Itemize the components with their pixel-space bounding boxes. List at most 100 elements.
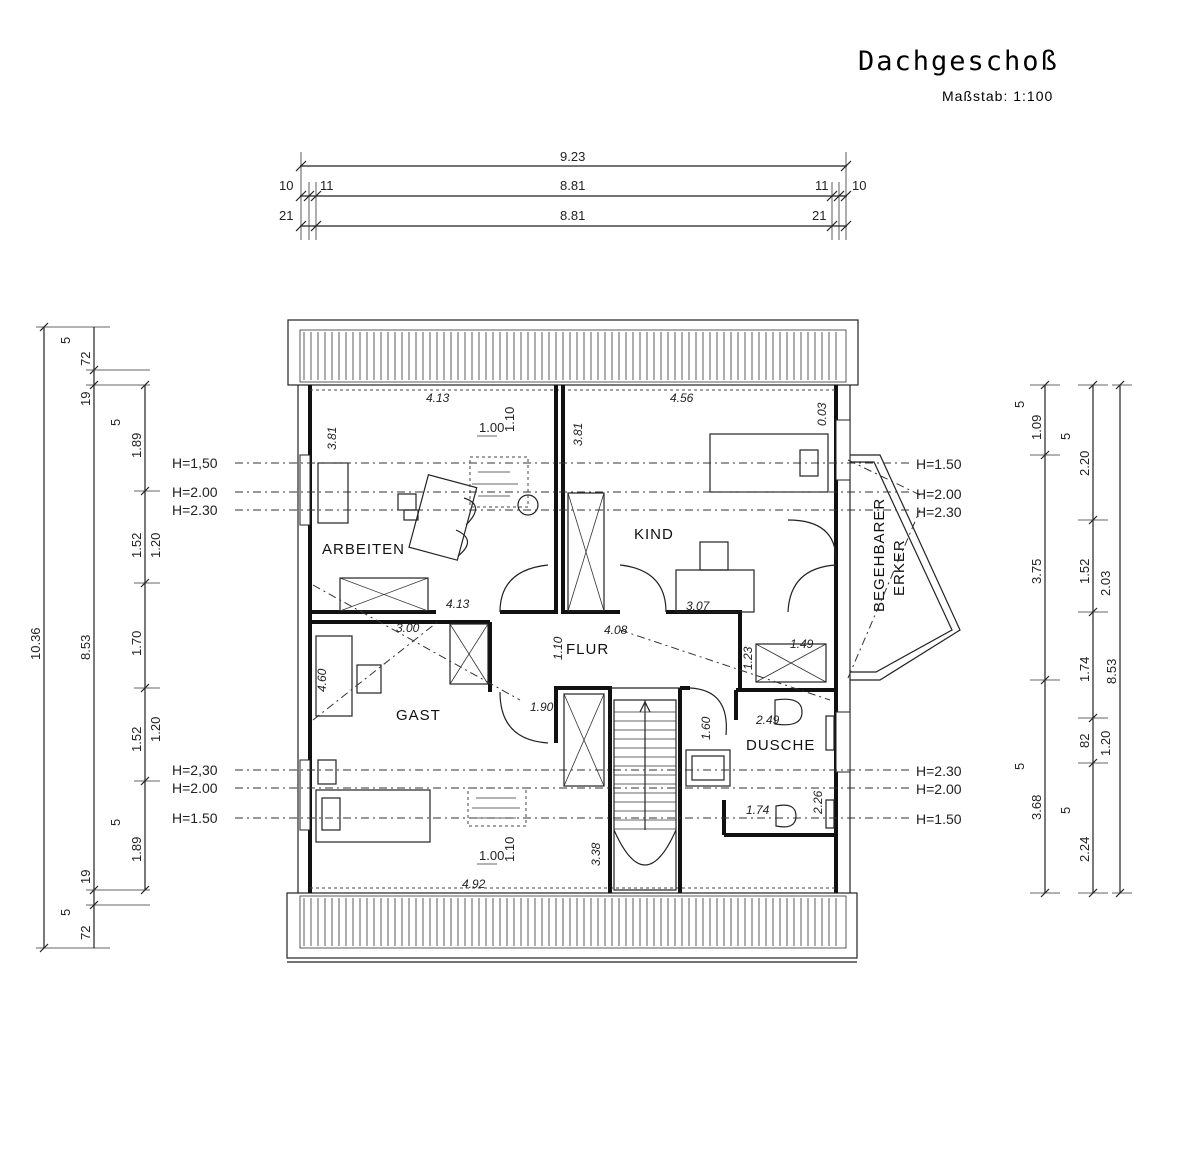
bathroom-fixtures xyxy=(685,643,835,829)
plan-title: Dachgeschoß xyxy=(858,46,1059,77)
staircase xyxy=(613,699,677,894)
dim-right-seg-375: 3.75 xyxy=(1029,559,1044,584)
room-label-hallway: FLUR xyxy=(566,641,609,658)
dim-right-col2-top: 5 xyxy=(1058,433,1073,440)
walk-in-bay: BEGEHBARER ERKER xyxy=(850,454,961,681)
height-left-150: H=1,50 xyxy=(172,455,218,471)
height-right-bottom-230: H=2.30 xyxy=(916,763,962,779)
dim-hall-side: 1.10 xyxy=(551,636,565,660)
dim-right-seg-109: 1.09 xyxy=(1029,415,1044,440)
dim-right-seg-82: 82 xyxy=(1077,734,1092,748)
dim-left-top-b: 72 xyxy=(78,352,93,366)
furniture-child xyxy=(567,433,829,613)
dim-left-seg2: 1.52 xyxy=(129,533,144,558)
height-left-bottom-230: H=2,30 xyxy=(172,762,218,778)
height-right-230: H=2.30 xyxy=(916,504,962,520)
dim-hall-lower: 1.90 xyxy=(530,700,554,714)
dim-overall-depth: 10.36 xyxy=(28,627,43,660)
bay-label-line1: BEGEHBARER xyxy=(871,498,888,612)
dim-shower-mid: 2.49 xyxy=(755,713,780,727)
dim-left-inner: 11 xyxy=(320,178,334,193)
dim-child-corner: 0.03 xyxy=(815,402,829,426)
dim-left-middle: 8.53 xyxy=(78,635,93,660)
dim-stair-side: 3.38 xyxy=(589,842,603,866)
dim-child-side: 3.81 xyxy=(571,423,585,446)
dim-right-wall: 21 xyxy=(812,208,826,223)
window-bottom-width: 1.00 xyxy=(479,848,504,863)
dim-office-bottom: 4.13 xyxy=(446,597,470,611)
window-bottom-height: 1.10 xyxy=(502,837,517,862)
room-dimensions: 4.13 3.81 4.13 4.56 3.81 0.03 3.07 4.08 … xyxy=(315,391,829,891)
dim-hall-width: 4.08 xyxy=(604,623,628,637)
height-left-200: H=2.00 xyxy=(172,484,218,500)
roof-top xyxy=(287,319,859,386)
dim-left-col3-top: 5 xyxy=(108,419,123,426)
right-dimension-chains: 5 1.09 3.75 5 3.68 5 2.20 1.52 1.74 82 5… xyxy=(1012,380,1132,898)
height-right-200: H=2.00 xyxy=(916,486,962,502)
dim-inner-width: 8.81 xyxy=(560,178,585,193)
dim-right-seg-368: 3.68 xyxy=(1029,795,1044,820)
dim-right-depth: 8.53 xyxy=(1104,659,1119,684)
dim-right-seg-174: 1.74 xyxy=(1077,657,1092,682)
dim-right-col2-bottom: 5 xyxy=(1058,807,1073,814)
dim-child-top: 4.56 xyxy=(670,391,694,405)
dim-shower-side: 1.23 xyxy=(741,646,755,670)
dim-guest-bottom: 4.92 xyxy=(462,877,486,891)
dim-total-width: 9.23 xyxy=(560,149,585,164)
height-left-bottom-200: H=2.00 xyxy=(172,780,218,796)
height-right-bottom-150: H=1.50 xyxy=(916,811,962,827)
room-label-office: ARBEITEN xyxy=(322,541,405,558)
dim-guest-side: 4.60 xyxy=(315,668,329,692)
dim-right-seg-152: 1.52 xyxy=(1077,559,1092,584)
top-dimension-chains: 9.23 10 11 8.81 11 10 21 8.81 21 xyxy=(279,149,866,240)
height-right-150: H=1.50 xyxy=(916,456,962,472)
dim-left-top-a: 5 xyxy=(58,337,73,344)
dim-shower-right: 2.26 xyxy=(811,790,825,815)
dim-left-wall: 21 xyxy=(279,208,293,223)
dim-left-top-c: 19 xyxy=(78,392,93,406)
dim-guest-top: 3.00 xyxy=(396,621,420,635)
roof-bottom xyxy=(286,892,858,963)
furniture-guest xyxy=(315,623,605,843)
dim-right-col1-top: 5 xyxy=(1012,401,1027,408)
room-label-guest: GAST xyxy=(396,707,441,724)
dim-office-side: 3.81 xyxy=(325,427,339,450)
dim-left-seg3: 1.70 xyxy=(129,631,144,656)
dim-left-bottom-a: 5 xyxy=(58,909,73,916)
dim-right-sill: 1.20 xyxy=(1098,731,1113,756)
window-top-width: 1.00 xyxy=(479,420,504,435)
room-label-shower: DUSCHE xyxy=(746,737,815,754)
dim-left-lower-sill: 1.20 xyxy=(148,717,163,742)
dim-office-top: 4.13 xyxy=(426,391,450,405)
plan-scale: Maßstab: 1:100 xyxy=(942,88,1053,104)
dim-right-col1-bottom: 5 xyxy=(1012,763,1027,770)
dim-right-inner: 11 xyxy=(815,178,829,193)
dim-shower-top: 1.49 xyxy=(790,637,814,651)
doors xyxy=(499,519,837,744)
dim-left-upper-sill: 1.20 xyxy=(148,533,163,558)
height-right-bottom-200: H=2.00 xyxy=(916,781,962,797)
dim-left-seg1: 1.89 xyxy=(129,433,144,458)
dim-left-col3-bottom: 5 xyxy=(108,819,123,826)
dim-child-bottom: 3.07 xyxy=(686,599,711,613)
dim-right-seg-220: 2.20 xyxy=(1077,451,1092,476)
room-label-child: KIND xyxy=(634,526,674,543)
dim-clear-width: 8.81 xyxy=(560,208,585,223)
furniture-office xyxy=(317,456,539,612)
dim-left-seg4: 1.52 xyxy=(129,727,144,752)
dim-left-seg5: 1.89 xyxy=(129,837,144,862)
dim-left-bottom-c: 19 xyxy=(78,870,93,884)
window-top-height: 1.10 xyxy=(502,407,517,432)
ceiling-height-lines xyxy=(235,459,921,819)
dim-shower-low: 1.74 xyxy=(746,803,770,817)
dim-left-outer: 10 xyxy=(279,178,293,193)
left-dimension-chains: 10.36 5 72 19 8.53 19 5 72 5 1.89 1.52 1… xyxy=(28,322,163,953)
bay-label-line2: ERKER xyxy=(891,539,908,596)
dim-left-bottom-b: 72 xyxy=(78,926,93,940)
dim-right-seg-224: 2.24 xyxy=(1077,837,1092,862)
outer-walls xyxy=(297,385,851,893)
dim-right-outer: 10 xyxy=(852,178,866,193)
height-left-bottom-150: H=1.50 xyxy=(172,810,218,826)
height-left-230: H=2.30 xyxy=(172,502,218,518)
